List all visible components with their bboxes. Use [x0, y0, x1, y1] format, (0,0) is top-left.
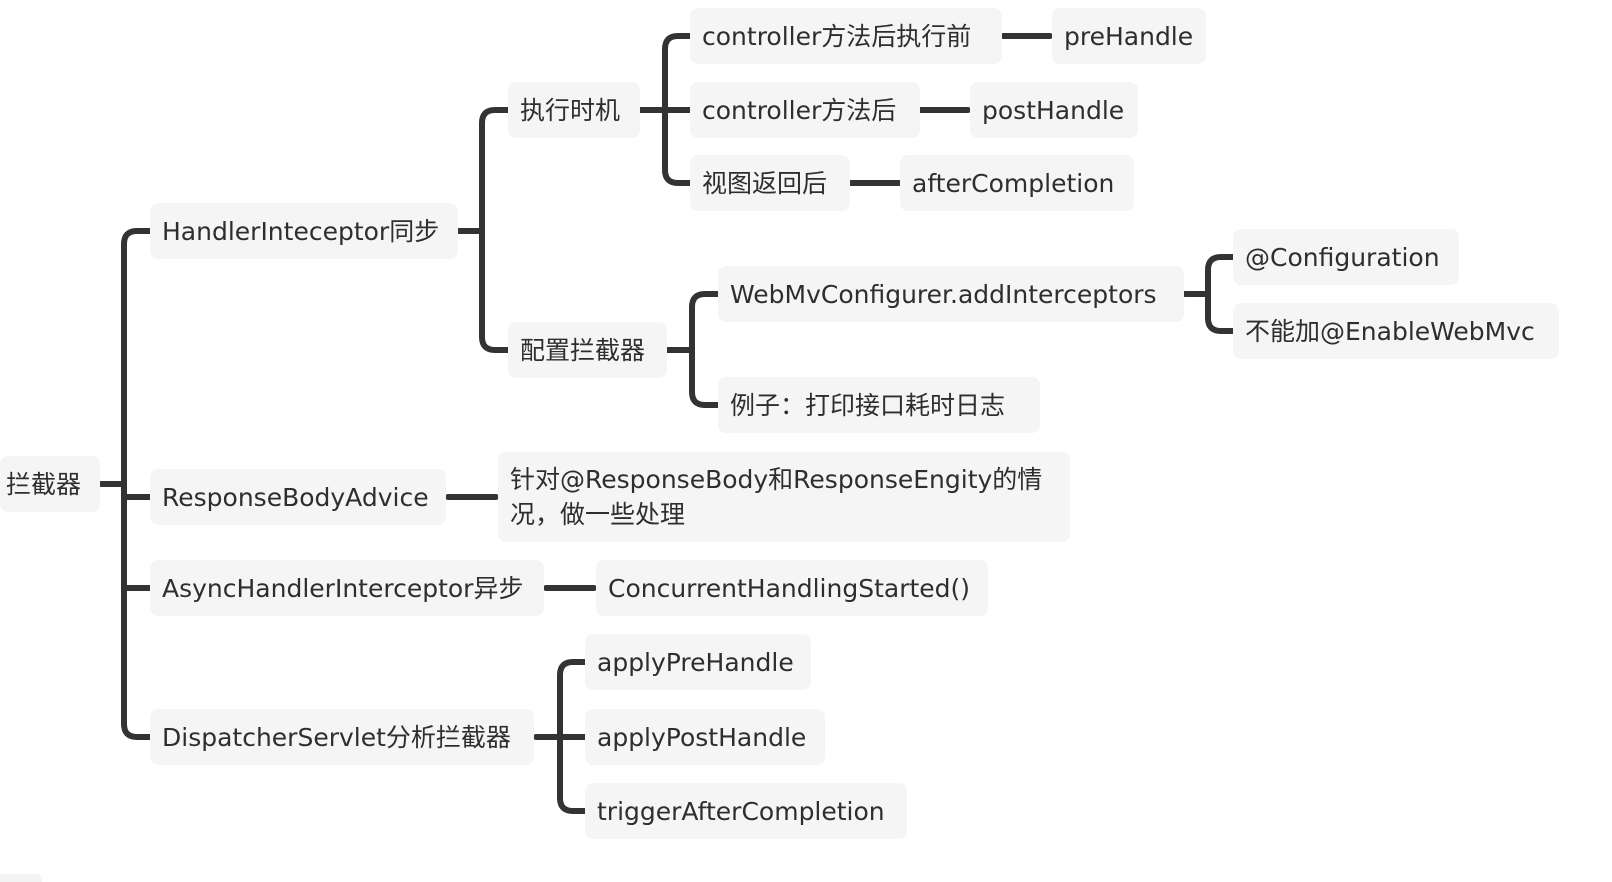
node-dispatcher-servlet[interactable]: DispatcherServlet分析拦截器	[150, 709, 534, 765]
node-after-controller[interactable]: controller方法后	[690, 82, 920, 138]
node-aftercompletion[interactable]: afterCompletion	[900, 155, 1134, 211]
connector-root-spine	[121, 228, 153, 740]
node-async-handler-interceptor[interactable]: AsyncHandlerInterceptor异步	[150, 560, 544, 616]
node-after-view[interactable]: 视图返回后	[690, 155, 850, 211]
node-posthandle[interactable]: postHandle	[970, 82, 1138, 138]
node-handler-interceptor-sync[interactable]: HandlerInteceptor同步	[150, 203, 458, 259]
corner-mark	[0, 874, 42, 882]
node-example-log[interactable]: 例子：打印接口耗时日志	[718, 377, 1040, 433]
node-concurrent-handling-started[interactable]: ConcurrentHandlingStarted()	[596, 560, 988, 616]
node-configure-interceptor[interactable]: 配置拦截器	[508, 322, 667, 378]
root-node[interactable]: 拦截器	[0, 456, 100, 512]
node-execution-timing[interactable]: 执行时机	[508, 82, 640, 138]
node-trigger-after-completion[interactable]: triggerAfterCompletion	[585, 783, 907, 839]
connector-config-spine	[689, 291, 721, 408]
node-prehandle[interactable]: preHandle	[1052, 8, 1206, 64]
node-response-detail[interactable]: 针对@ResponseBody和ResponseEngity的情况，做一些处理	[498, 452, 1070, 542]
node-before-controller[interactable]: controller方法后执行前	[690, 8, 1002, 64]
node-no-enable-webmvc[interactable]: 不能加@EnableWebMvc	[1233, 303, 1559, 359]
node-response-body-advice[interactable]: ResponseBodyAdvice	[150, 469, 446, 525]
node-configuration-annotation[interactable]: @Configuration	[1233, 229, 1459, 285]
node-webmvc-configurer[interactable]: WebMvConfigurer.addInterceptors	[718, 266, 1184, 322]
node-apply-prehandle[interactable]: applyPreHandle	[585, 634, 811, 690]
connector-handler-spine	[479, 107, 511, 353]
node-apply-posthandle[interactable]: applyPostHandle	[585, 709, 825, 765]
connector-configurer-spine	[1205, 254, 1236, 334]
